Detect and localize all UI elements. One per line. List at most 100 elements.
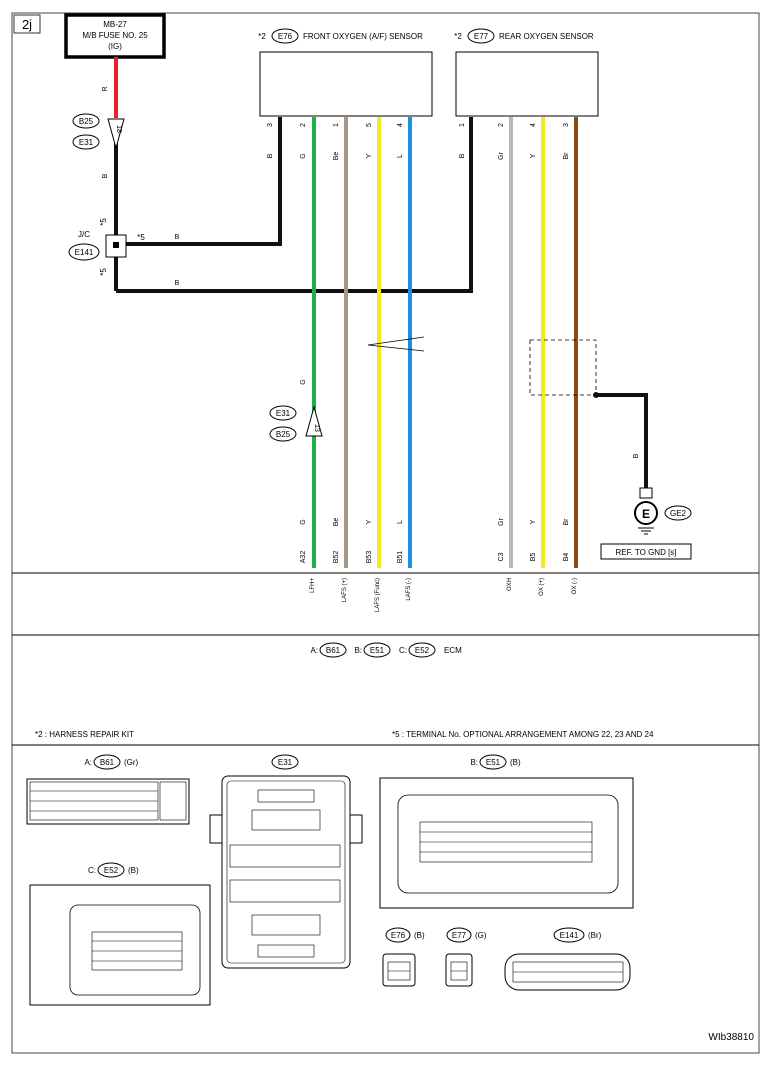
code-b-lower: B [175, 280, 180, 287]
tag-oval-b61 [93, 754, 121, 770]
tag-e76-conn: E76 [391, 931, 406, 940]
code-b-main: B [102, 173, 109, 178]
page-border [11, 12, 760, 1054]
e52-prefix: C: [88, 866, 96, 875]
star5-bottom: *5 [99, 268, 108, 276]
tag-oval-e51-ecm [363, 642, 391, 658]
star5-top: *5 [99, 218, 108, 226]
ground-circle [634, 501, 658, 525]
code-y-rear-top: Y [530, 153, 537, 158]
e31-row-mid-a [229, 844, 341, 868]
ecm-c-prefix: C: [399, 646, 407, 655]
e76-pin-1: 1 [333, 123, 340, 127]
term-b4: B4 [563, 553, 570, 562]
ecm-label: ECM [444, 646, 462, 655]
e52-color: (B) [128, 866, 139, 875]
pin-13: 13 [313, 424, 320, 432]
code-br-top: Br [563, 152, 570, 160]
connector-arrow-b25 [107, 118, 125, 150]
code-g-top: G [300, 153, 307, 158]
code-b-e76: B [267, 153, 274, 158]
front-sensor-box [259, 51, 433, 117]
e76-pin-4: 4 [397, 123, 404, 127]
connector-e51 [379, 777, 634, 909]
e77-pin-2: 2 [498, 123, 505, 127]
tag-e77: E77 [474, 32, 489, 41]
tag-oval-e141-conn [553, 927, 585, 943]
tag-oval-b25 [72, 113, 100, 129]
sig-ox-minus: OX (-) [572, 578, 578, 594]
tag-oval-e31-lower [269, 405, 297, 421]
e141-color: (Br) [588, 931, 602, 940]
wire-black-lower [116, 117, 473, 293]
ground-terminal [639, 487, 653, 499]
code-y-bot: Y [366, 519, 373, 524]
tag-e141-conn: E141 [560, 931, 579, 940]
connector-e76-face [382, 953, 416, 987]
tag-e52-ecm: E52 [415, 646, 430, 655]
sig-lfh: LFH+ [310, 578, 316, 593]
e76-color: (B) [414, 931, 425, 940]
tag-oval-e31 [72, 134, 100, 150]
tag-oval-ge2 [664, 505, 692, 521]
tag-oval-e77 [467, 28, 495, 44]
e31-inner [226, 780, 346, 964]
connector-b61 [26, 778, 190, 825]
star5-right: *5 [137, 233, 145, 242]
e77-body [445, 953, 473, 987]
b61-body [26, 778, 190, 825]
connector-e31 [209, 775, 363, 969]
code-g-bot: G [300, 519, 307, 524]
tag-oval-e141 [68, 243, 100, 261]
e77-pin-4: 4 [530, 123, 537, 127]
code-be-bot: Be [333, 518, 340, 527]
jc-label: J/C [78, 230, 90, 239]
tag-oval-e76 [271, 28, 299, 44]
b61-prefix: A: [84, 758, 92, 767]
star2-rear: *2 [454, 32, 462, 41]
ref-gnd-box [600, 543, 692, 560]
rear-sensor-box [455, 51, 599, 117]
note-harness-kit: *2 : HARNESS REPAIR KIT [35, 730, 134, 739]
shield-box [529, 339, 597, 396]
tag-oval-b61-ecm [319, 642, 347, 658]
code-l-top: L [397, 154, 404, 158]
page-label-box [13, 14, 41, 34]
b61-side-grid [159, 781, 187, 821]
ref-gnd: REF. TO GND [s] [615, 548, 676, 557]
tag-e31: E31 [79, 138, 94, 147]
code-g-mid: G [300, 379, 307, 384]
e77-pin-1: 1 [459, 123, 466, 127]
sig-ox-plus: OX (+) [539, 578, 545, 596]
note-terminal-option: *5 : TERMINAL No. OPTIONAL ARRANGEMENT A… [392, 730, 654, 739]
code-be-top: Be [333, 152, 340, 161]
connector-arrow-e31 [305, 405, 323, 437]
tag-oval-e31-conn [271, 754, 299, 770]
tag-e31-conn: E31 [278, 758, 293, 767]
code-l-bot: L [397, 520, 404, 524]
tag-e77-conn: E77 [452, 931, 467, 940]
fuse-line3: (IG) [108, 42, 122, 51]
tag-e76: E76 [278, 32, 293, 41]
tag-ge2: GE2 [670, 509, 687, 518]
code-b-upper: B [175, 234, 180, 241]
sig-lafs-minus: LAFS (-) [406, 578, 412, 601]
fuse-line2: M/B FUSE NO. 25 [82, 31, 148, 40]
e77-color: (G) [475, 931, 487, 940]
sig-oxh: OXH [507, 578, 513, 591]
code-r: R [102, 86, 109, 91]
e31-row-bottom [257, 944, 315, 958]
e31-latch-right [349, 814, 363, 844]
twist-mark [367, 336, 425, 352]
document-id: WIb38810 [708, 1032, 754, 1043]
ground-symbol: E [642, 507, 650, 521]
sig-lafs-func: LAFS (Func) [375, 578, 381, 612]
code-gr-top: Gr [498, 151, 505, 159]
tag-oval-e76-conn [385, 927, 411, 943]
e31-row-upper [251, 809, 321, 831]
pin-18: 18 [115, 125, 122, 133]
tag-oval-e52-ecm [408, 642, 436, 658]
tag-e31-lower: E31 [276, 409, 291, 418]
tag-oval-e77-conn [446, 927, 472, 943]
